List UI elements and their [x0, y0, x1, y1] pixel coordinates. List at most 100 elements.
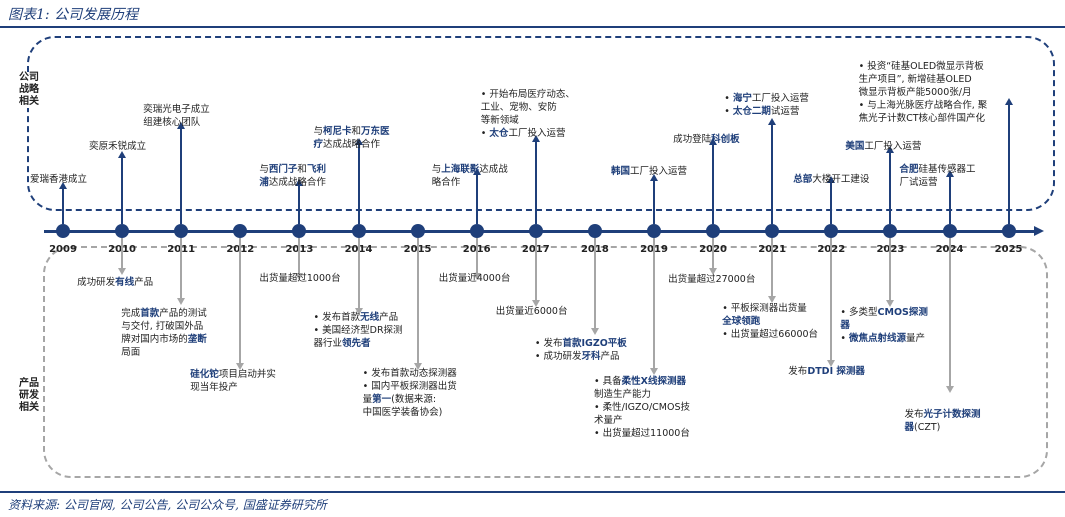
strategy-stem-2011	[180, 128, 183, 224]
year-dot-2025	[1001, 224, 1016, 238]
strategy-arrow-icon-2010	[118, 151, 127, 158]
product-arrow-icon-2011	[177, 298, 186, 305]
product-stem-2013	[298, 238, 301, 273]
product-stem-2012	[239, 238, 242, 363]
product-stem-2011	[180, 238, 183, 298]
product-arrow-icon-2014	[354, 308, 363, 315]
strategy-arrow-icon-2021	[768, 118, 777, 125]
product-event-2012: 硅化铊项目启动并实 现当年投产	[190, 369, 276, 393]
product-stem-2021	[771, 238, 774, 296]
strategy-arrow-icon-2020	[709, 138, 718, 145]
product-arrow-icon-2024	[945, 386, 954, 393]
strategy-stem-2020	[712, 144, 715, 224]
product-stem-2015	[416, 238, 419, 363]
year-dot-2020	[706, 224, 721, 238]
product-label: 产品研发相关	[18, 378, 40, 414]
year-dot-2019	[647, 224, 661, 238]
year-dot-2024	[942, 224, 957, 238]
strategy-stem-2017	[534, 141, 537, 224]
product-event-2020: 出货量超过27000台	[668, 274, 756, 285]
year-dot-2010	[115, 224, 130, 238]
strategy-event-2019: 韩国工厂投入运营	[611, 166, 688, 177]
year-dot-2009	[56, 224, 70, 238]
title-rule	[0, 26, 1065, 28]
product-stem-2014	[357, 238, 360, 308]
year-dot-2017	[528, 224, 543, 238]
product-arrow-icon-2013	[295, 273, 304, 280]
product-stem-2016	[475, 238, 478, 273]
product-stem-2017	[534, 238, 537, 300]
product-event-2017: 出货量近6000台	[495, 306, 568, 317]
product-event-2022: 发布DTDI 探测器	[788, 366, 865, 377]
product-arrow-icon-2010	[118, 268, 127, 275]
strategy-arrow-icon-2013	[295, 179, 304, 186]
strategy-arrow-icon-2025	[1004, 98, 1013, 105]
strategy-arrow-icon-2019	[650, 174, 658, 181]
strategy-stem-2010	[121, 157, 124, 224]
strategy-stem-2024	[948, 176, 951, 224]
product-arrow-icon-2020	[709, 268, 718, 275]
product-stem-2022	[830, 238, 833, 360]
strategy-arrow-icon-2024	[945, 170, 954, 177]
year-dot-2023	[883, 224, 898, 238]
year-dot-2022	[824, 224, 839, 238]
product-event-2011: 完成首款产品的测试 与交付, 打破国外品 牌对国内市场的垄断 局面	[121, 308, 207, 358]
strategy-arrow-icon-2017	[531, 135, 540, 142]
year-dot-2021	[765, 224, 780, 238]
strategy-arrow-icon-2016	[472, 168, 481, 175]
product-arrow-icon-2016	[472, 273, 481, 280]
product-stem-2020	[712, 238, 715, 268]
product-event-2015: • 发布首款动态探测器 • 国内平板探测器出货 量第一(数据来源: 中国医学装备…	[362, 368, 457, 418]
strategy-arrow-icon-2023	[886, 146, 895, 153]
product-stem-2018	[593, 238, 596, 328]
year-dot-2016	[469, 224, 484, 238]
product-arrow-icon-2019	[650, 368, 658, 375]
year-label-2009: 2009	[49, 244, 77, 255]
strategy-event-2016: 与上海联影达成战 略合作	[431, 164, 508, 188]
product-arrow-icon-2015	[413, 363, 422, 370]
timeline-arrow-icon	[1034, 226, 1044, 236]
strategy-event-2024: 合肥硅基传感器工 厂试运营	[899, 164, 976, 188]
product-event-2023: • 多类型CMOS探测 器 • 微焦点射线源量产	[840, 307, 928, 344]
year-dot-2011	[174, 224, 189, 238]
strategy-arrow-icon-2009	[59, 182, 67, 189]
product-arrow-icon-2017	[531, 300, 540, 307]
figure-title: 图表1: 公司发展历程	[8, 7, 139, 23]
product-event-2019: • 具备柔性X线探测器 制造生产能力 • 柔性/IGZO/CMOS技 术量产 •…	[594, 376, 691, 439]
product-arrow-icon-2018	[590, 328, 599, 335]
source-note: 资料来源: 公司官网, 公司公告, 公司公众号, 国盛证券研究所	[8, 498, 327, 512]
strategy-event-2020: 成功登陆科创板	[673, 134, 740, 145]
strategy-event-2011: 奕瑞光电子成立 组建核心团队	[143, 104, 210, 128]
product-stem-2010	[121, 238, 124, 268]
strategy-arrow-icon-2022	[827, 176, 836, 183]
product-event-2024: 发布光子计数探测 器(CZT)	[904, 409, 981, 433]
year-dot-2015	[410, 224, 425, 238]
strategy-event-2025: • 投资“硅基OLED微显示背板 生产项目”, 新增硅基OLED 微显示背板产能…	[858, 61, 988, 124]
strategy-stem-2022	[830, 182, 833, 224]
year-dot-2018	[587, 224, 602, 238]
product-event-2010: 成功研发有线产品	[77, 277, 154, 288]
strategy-event-2023: 美国工厂投入运营	[845, 141, 922, 152]
strategy-stem-2016	[475, 174, 478, 224]
product-arrow-icon-2022	[827, 360, 836, 367]
product-stem-2023	[889, 238, 892, 300]
year-dot-2013	[292, 224, 307, 238]
strategy-stem-2013	[298, 185, 301, 224]
strategy-event-2013: 与西门子和飞利 浦达成战略合作	[259, 164, 326, 188]
strategy-stem-2025	[1007, 104, 1010, 224]
strategy-event-2009: 爱瑞香港成立	[30, 174, 88, 185]
strategy-arrow-icon-2014	[354, 138, 363, 145]
product-arrow-icon-2012	[236, 363, 245, 370]
product-stem-2024	[948, 238, 951, 386]
year-label-2025: 2025	[994, 244, 1023, 255]
strategy-event-2010: 奕原禾锐成立	[89, 141, 147, 152]
product-event-2021: • 平板探测器出货量 全球领跑 • 出货量超过66000台	[722, 303, 819, 340]
strategy-arrow-icon-2011	[177, 122, 186, 129]
year-dot-2014	[351, 224, 366, 238]
product-event-2013: 出货量超过1000台	[259, 273, 341, 284]
product-stem-2019	[653, 238, 655, 368]
strategy-event-2017: • 开始布局医疗动态、 工业、宠物、安防 等新领域 • 太仓工厂投入运营	[480, 89, 575, 139]
product-event-2016: 出货量近4000台	[438, 273, 511, 284]
strategy-stem-2014	[357, 144, 360, 224]
product-arrow-icon-2023	[886, 300, 895, 307]
